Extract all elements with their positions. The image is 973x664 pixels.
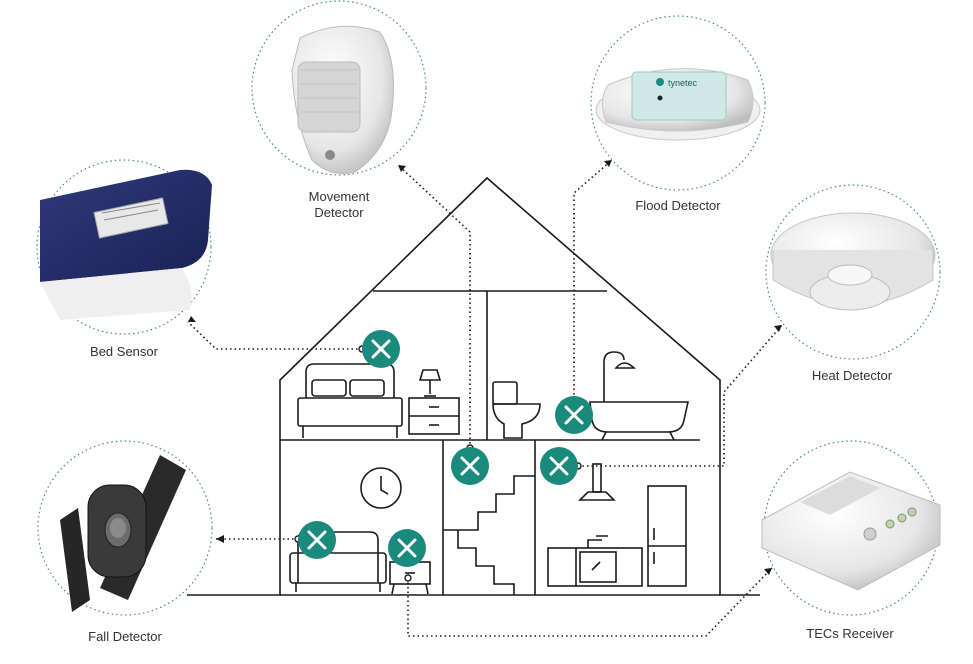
toilet-icon [492,381,541,439]
house-outline [187,176,760,596]
connector-arrowheads [188,160,782,575]
heat-detector-image [765,184,941,360]
stairs-icon [443,475,535,595]
fridge-icon [647,485,687,587]
bed-sensor-image [36,159,212,335]
flood-detector-image: tynetec [590,15,766,191]
sensor-marker-tecs[interactable] [388,529,426,567]
bed-icon [297,363,403,438]
connector-tecs [407,567,773,637]
close-icon [307,530,327,550]
sensor-marker-bed[interactable] [362,330,400,368]
connector-flood [573,159,613,408]
lamp-icon [418,369,442,397]
kitchen-icon [547,535,643,587]
fall-detector-label: Fall Detector [88,629,162,644]
movement-detector-label: Movement Detector [308,189,370,220]
connector-endpoints [294,345,582,582]
sensor-marker-movement[interactable] [451,447,489,485]
tecs-receiver-image [761,440,941,616]
bedside-table-icon [408,397,460,435]
connector-heat [578,324,783,467]
bathtub-icon [589,351,689,441]
close-icon [460,456,480,476]
connector-lines [187,159,783,637]
close-icon [564,405,584,425]
heat-detector-label: Heat Detector [811,368,893,383]
tecs-receiver-label: TECs Receiver [806,626,894,641]
connector-bed [187,321,362,350]
close-icon [397,538,417,558]
close-icon [371,339,391,359]
sensor-marker-fall[interactable] [298,521,336,559]
bed-sensor-label: Bed Sensor [90,344,158,359]
fall-detector-image [37,440,213,616]
connector-movement [397,164,471,448]
movement-detector-image [251,0,427,176]
cooker-hood-icon [578,463,616,501]
clock-icon [360,467,402,509]
sensor-marker-heat[interactable] [540,447,578,485]
flood-brand-text: tynetec [668,78,698,88]
close-icon [549,456,569,476]
flood-detector-label: Flood Detector [635,198,721,213]
sensor-marker-flood[interactable] [555,396,593,434]
